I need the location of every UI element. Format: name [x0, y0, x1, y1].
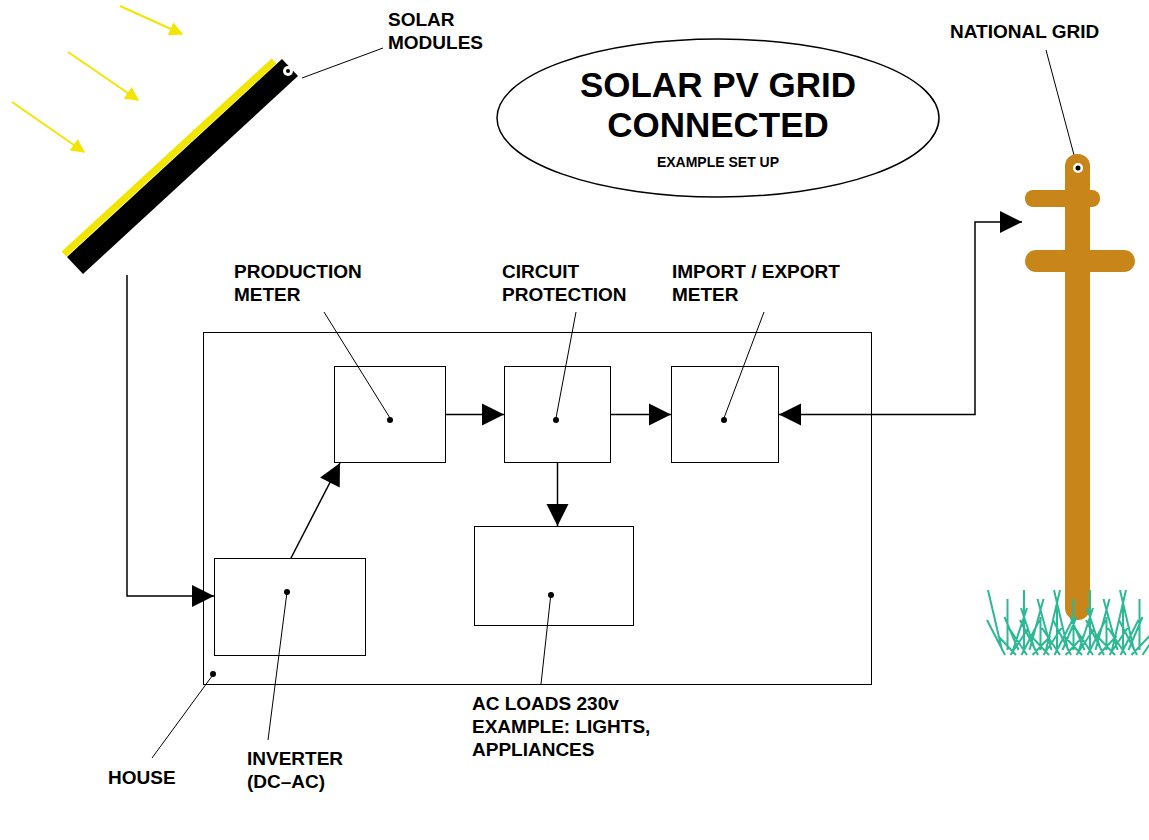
title-ellipse: SOLAR PV GRID CONNECTED EXAMPLE SET UP [496, 38, 940, 198]
part-label: HOUSE [108, 766, 198, 789]
subtitle-text: EXAMPLE SET UP [657, 153, 779, 171]
power-wire [779, 211, 1022, 426]
wire-line [127, 275, 214, 596]
wire-line [779, 222, 1022, 415]
arrowhead [547, 504, 569, 526]
sun-rays [12, 6, 182, 152]
utility-pole: NATIONAL GRID [1022, 150, 1137, 620]
arrowhead [320, 463, 340, 488]
part-label: PRODUCTION METER [234, 260, 384, 306]
solar-module: SOLAR MODULES [60, 55, 300, 275]
wire-line [291, 463, 340, 558]
inverter-box: INVERTER (DC–AC) [214, 558, 366, 656]
part-label: INVERTER (DC–AC) [247, 747, 367, 793]
power-wire [611, 404, 671, 426]
power-wire [291, 463, 340, 558]
arrowhead [649, 404, 671, 426]
arrowhead [1000, 211, 1022, 233]
arrowhead [482, 404, 504, 426]
power-wire [547, 463, 569, 526]
protection-box: CIRCUIT PROTECTION [504, 366, 611, 463]
part-label: AC LOADS 230v EXAMPLE: LIGHTS, APPLIANCE… [472, 692, 722, 761]
load-box: AC LOADS 230v EXAMPLE: LIGHTS, APPLIANCE… [474, 526, 634, 626]
part-label: CIRCUIT PROTECTION [502, 260, 652, 306]
house-box: HOUSEPRODUCTION METERCIRCUIT PROTECTIONI… [203, 332, 872, 685]
solar-panel [60, 55, 300, 275]
power-wire [127, 275, 214, 607]
meter-box: IMPORT / EXPORT METER [671, 366, 779, 463]
pole-drawing [1022, 150, 1137, 620]
power-wire [446, 404, 504, 426]
part-label: NATIONAL GRID [950, 20, 1099, 43]
meter-box: PRODUCTION METER [334, 366, 446, 463]
arrowhead [779, 404, 801, 426]
title-text: SOLAR PV GRID CONNECTED [538, 65, 898, 145]
part-label: IMPORT / EXPORT METER [672, 260, 902, 306]
leader-dots [210, 417, 727, 677]
part-label: SOLAR MODULES [388, 8, 498, 54]
